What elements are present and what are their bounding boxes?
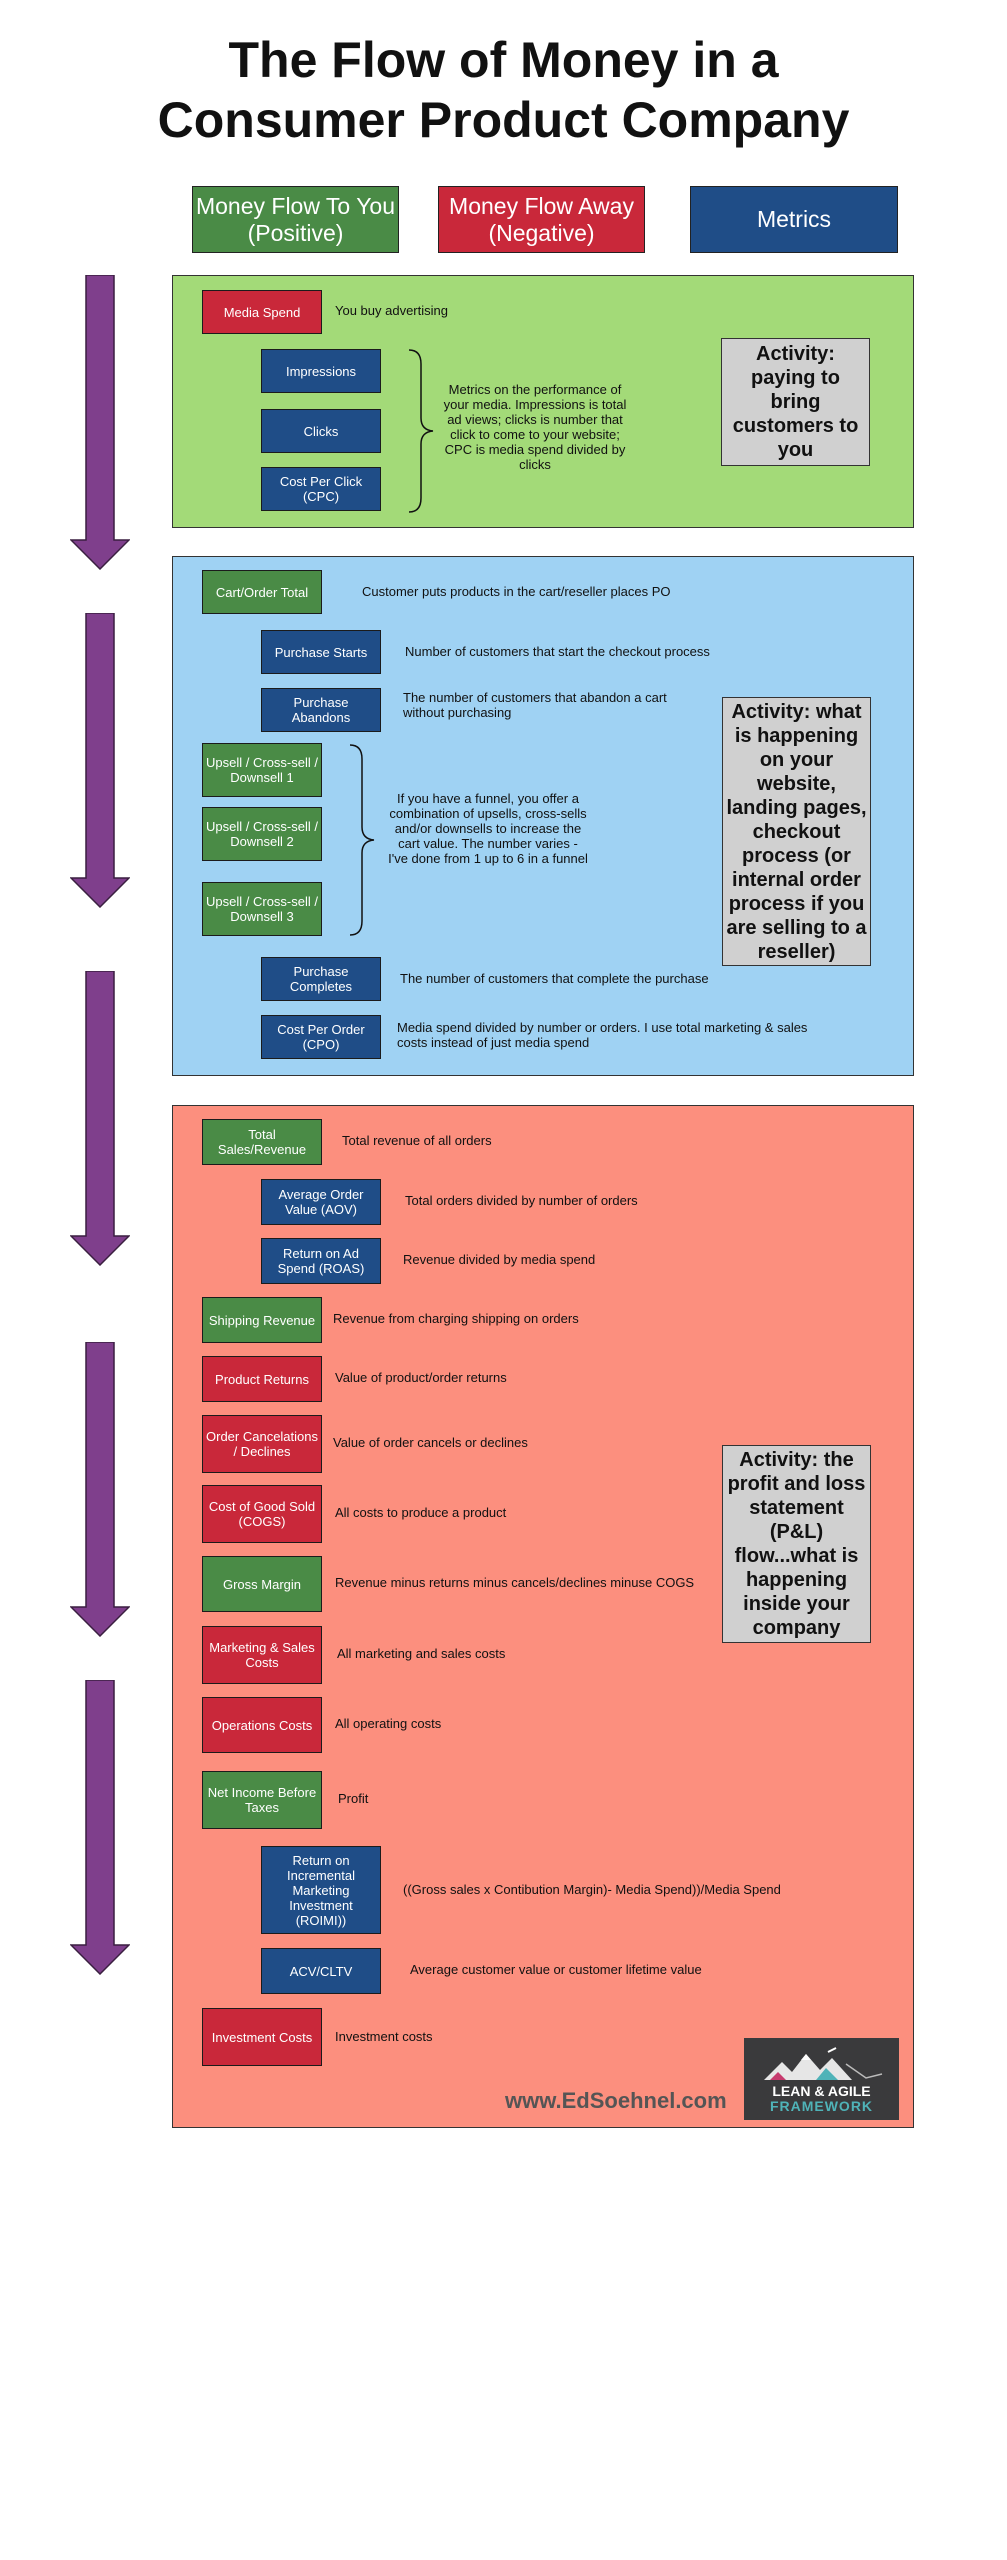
net-income-desc: Profit bbox=[338, 1791, 369, 1806]
order-cancelations-desc: Value of order cancels or declines bbox=[333, 1435, 528, 1450]
gross-margin-box: Gross Margin bbox=[202, 1556, 322, 1612]
legend-metrics: Metrics bbox=[690, 186, 898, 253]
legend-negative: Money Flow Away (Negative) bbox=[438, 186, 645, 253]
acv-cltv-box: ACV/CLTV bbox=[261, 1948, 381, 1994]
media-metrics-desc: Metrics on the performance of your media… bbox=[443, 382, 627, 472]
cogs-desc: All costs to produce a product bbox=[335, 1505, 507, 1520]
down-arrow-icon bbox=[70, 275, 130, 570]
down-arrow-icon bbox=[70, 1342, 130, 1637]
cpo-box: Cost Per Order (CPO) bbox=[261, 1015, 381, 1059]
shipping-revenue-desc: Revenue from charging shipping on orders bbox=[333, 1311, 579, 1326]
upsell-1-box: Upsell / Cross-sell / Downsell 1 bbox=[202, 743, 322, 797]
website-link[interactable]: www.EdSoehnel.com bbox=[505, 2088, 727, 2113]
investment-costs-box: Investment Costs bbox=[202, 2008, 322, 2066]
gross-margin-desc: Revenue minus returns minus cancels/decl… bbox=[335, 1575, 695, 1590]
down-arrow-icon bbox=[70, 613, 130, 908]
title-line-1: The Flow of Money in a bbox=[228, 32, 779, 88]
down-arrow-icon bbox=[70, 971, 130, 1266]
logo-line-1: LEAN & AGILE bbox=[772, 2083, 871, 2099]
shipping-revenue-box: Shipping Revenue bbox=[202, 1297, 322, 1343]
upsell-2-box: Upsell / Cross-sell / Downsell 2 bbox=[202, 807, 322, 861]
operations-costs-desc: All operating costs bbox=[335, 1716, 442, 1731]
purchase-abandons-desc: The number of customers that abandon a c… bbox=[403, 690, 667, 720]
aov-desc: Total orders divided by number of orders bbox=[405, 1193, 638, 1208]
total-sales-desc: Total revenue of all orders bbox=[342, 1133, 492, 1148]
cpc-box: Cost Per Click (CPC) bbox=[261, 467, 381, 511]
cpo-desc: Media spend divided by number or orders.… bbox=[397, 1020, 808, 1050]
curly-brace-icon bbox=[408, 349, 434, 513]
marketing-sales-costs-desc: All marketing and sales costs bbox=[337, 1646, 506, 1661]
order-cancelations-box: Order Cancelations / Declines bbox=[202, 1415, 322, 1473]
purchase-starts-desc: Number of customers that start the check… bbox=[405, 644, 710, 659]
roimi-desc: ((Gross sales x Contibution Margin)- Med… bbox=[403, 1882, 781, 1897]
lean-agile-logo: LEAN & AGILE FRAMEWORK bbox=[744, 2038, 899, 2120]
upsell-desc: If you have a funnel, you offer a combin… bbox=[388, 791, 588, 866]
total-sales-box: Total Sales/Revenue bbox=[202, 1119, 322, 1165]
page-title: The Flow of Money in a Consumer Product … bbox=[0, 30, 1007, 150]
down-arrow-icon bbox=[70, 1680, 130, 1975]
investment-costs-desc: Investment costs bbox=[335, 2029, 433, 2044]
product-returns-box: Product Returns bbox=[202, 1356, 322, 1402]
media-spend-desc: You buy advertising bbox=[335, 303, 448, 318]
activity-box-website: Activity: what is happening on your webs… bbox=[722, 697, 871, 966]
media-spend-box: Media Spend bbox=[202, 290, 322, 334]
roas-desc: Revenue divided by media spend bbox=[403, 1252, 596, 1267]
activity-box-media: Activity: paying to bring customers to y… bbox=[721, 338, 870, 466]
legend-positive: Money Flow To You (Positive) bbox=[192, 186, 399, 253]
logo-line-2: FRAMEWORK bbox=[769, 2098, 874, 2114]
product-returns-desc: Value of product/order returns bbox=[335, 1370, 507, 1385]
acv-cltv-desc: Average customer value or customer lifet… bbox=[410, 1962, 702, 1977]
roas-box: Return on Ad Spend (ROAS) bbox=[261, 1238, 381, 1284]
mountain-logo-icon bbox=[764, 2047, 883, 2080]
activity-box-pl: Activity: the profit and loss statement … bbox=[722, 1445, 871, 1643]
cogs-box: Cost of Good Sold (COGS) bbox=[202, 1485, 322, 1543]
purchase-abandons-box: Purchase Abandons bbox=[261, 688, 381, 732]
cart-order-total-box: Cart/Order Total bbox=[202, 570, 322, 614]
purchase-completes-desc: The number of customers that complete th… bbox=[400, 971, 709, 986]
aov-box: Average Order Value (AOV) bbox=[261, 1179, 381, 1225]
purchase-starts-box: Purchase Starts bbox=[261, 630, 381, 674]
roimi-box: Return on Incremental Marketing Investme… bbox=[261, 1846, 381, 1934]
cart-order-total-desc: Customer puts products in the cart/resel… bbox=[362, 584, 671, 599]
title-line-2: Consumer Product Company bbox=[157, 92, 850, 148]
purchase-completes-box: Purchase Completes bbox=[261, 957, 381, 1001]
operations-costs-box: Operations Costs bbox=[202, 1697, 322, 1753]
impressions-box: Impressions bbox=[261, 349, 381, 393]
net-income-box: Net Income Before Taxes bbox=[202, 1771, 322, 1829]
curly-brace-icon bbox=[349, 744, 375, 936]
upsell-3-box: Upsell / Cross-sell / Downsell 3 bbox=[202, 882, 322, 936]
clicks-box: Clicks bbox=[261, 409, 381, 453]
marketing-sales-costs-box: Marketing & Sales Costs bbox=[202, 1626, 322, 1684]
